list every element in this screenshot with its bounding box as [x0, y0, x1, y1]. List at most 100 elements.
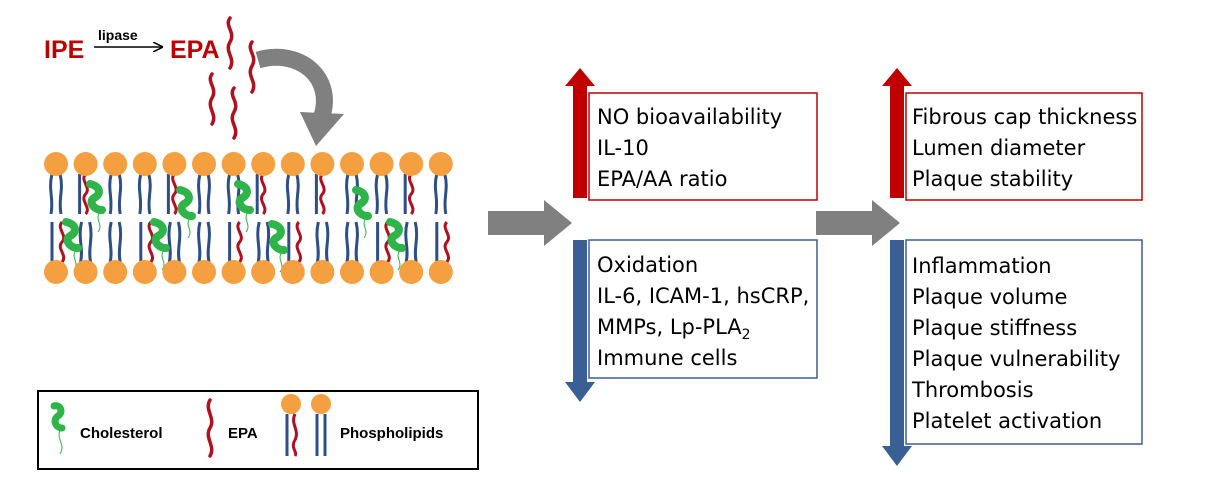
top-head-13 — [428, 152, 453, 176]
bottom-tail-a-2 — [108, 221, 113, 263]
bottom-head-1 — [73, 260, 98, 284]
middle-up-box — [588, 92, 818, 201]
middle-up-item-3: EPA/AA ratio — [597, 167, 727, 191]
bottom-head-6 — [221, 260, 246, 284]
middle-up-arrow-head — [565, 68, 595, 86]
reaction-enzyme: lipase — [98, 27, 138, 43]
top-tail-b-11 — [384, 173, 389, 215]
cholesterol-0 — [86, 180, 106, 214]
bottom-tail-a-10 — [345, 221, 350, 263]
top-tail-b-3 — [147, 173, 152, 215]
top-tail-a-5 — [197, 173, 202, 215]
middle-down-item-3: MMPs, Lp-PLA2 — [597, 315, 751, 343]
stage-arrow-1-shaft — [488, 211, 546, 235]
cholesterol-tail-7 — [397, 249, 401, 271]
top-head-1 — [73, 152, 98, 176]
bottom-head-4 — [162, 260, 187, 284]
stage-arrow-1-head — [544, 200, 572, 246]
bottom-tail-b-10 — [354, 221, 359, 263]
middle-up-arrow-shaft — [573, 84, 587, 198]
right-down-item-3: Plaque stiffness — [912, 316, 1077, 340]
right-up-arrow-head — [882, 68, 912, 86]
middle-increase-panel: NO bioavailability IL-10 EPA/AA ratio — [565, 68, 818, 201]
cholesterol-3 — [352, 186, 372, 220]
cholesterol-5 — [150, 218, 170, 252]
legend-epa-icon — [206, 398, 214, 458]
middle-down-box — [588, 239, 818, 379]
bottom-head-13 — [428, 260, 453, 284]
bottom-tail-a-4 — [167, 221, 172, 263]
legend-phospholipid-icon — [281, 394, 331, 457]
top-epa-tail-1 — [82, 172, 89, 216]
reaction: IPE lipase EPA — [44, 27, 220, 64]
middle-down-arrow-head — [565, 382, 595, 402]
bottom-tail-b-1 — [88, 221, 93, 263]
top-epa-tail-4 — [171, 172, 178, 216]
bottom-head-8 — [280, 260, 305, 284]
insertion-arrow-shaft — [255, 48, 333, 119]
bottom-tail-b-9 — [324, 221, 330, 263]
bottom-head-0 — [44, 260, 68, 284]
bottom-head-9 — [310, 260, 335, 284]
cholesterol-1 — [176, 186, 196, 220]
bottom-epa-tail-0 — [58, 220, 66, 264]
bottom-tail-a-9 — [315, 221, 320, 263]
right-decrease-panel: Inflammation Plaque volume Plaque stiffn… — [882, 239, 1143, 466]
top-tail-a-10 — [345, 173, 350, 215]
top-tail-b-13 — [443, 173, 448, 215]
top-head-7 — [251, 152, 276, 176]
cholesterol-tail-5 — [161, 249, 165, 271]
right-down-item-4: Plaque vulnerability — [912, 347, 1120, 371]
cholesterol-tail-2 — [245, 211, 249, 233]
top-head-10 — [340, 152, 364, 176]
top-tail-a-3 — [137, 173, 143, 215]
cholesterol-4 — [62, 218, 82, 252]
top-head-0 — [44, 152, 68, 176]
bottom-tail-b-12 — [413, 221, 419, 263]
top-epa-tail-12 — [408, 172, 415, 216]
bottom-tail-a-1 — [78, 221, 84, 263]
middle-down-item-3-text: MMPs, Lp-PLA — [597, 315, 742, 339]
stage-arrow-2 — [816, 200, 900, 246]
top-head-4 — [162, 152, 187, 176]
top-tail-b-0 — [58, 173, 63, 215]
middle-up-item-1: NO bioavailability — [597, 105, 782, 129]
bottom-head-11 — [369, 260, 394, 284]
bottom-tail-b-5 — [206, 221, 211, 263]
top-tail-a-13 — [433, 173, 439, 215]
free-epa-molecules — [208, 16, 256, 140]
top-epa-tail-9 — [319, 172, 326, 216]
cholesterol-2 — [234, 180, 254, 214]
top-epa-tail-7 — [260, 172, 267, 216]
bottom-epa-tail-6 — [236, 220, 243, 264]
cholesterol-tail-3 — [363, 217, 367, 239]
legend: Cholesterol EPA Phospholipids — [37, 390, 479, 470]
cholesterol-tail-1 — [187, 217, 191, 239]
top-tail-b-8 — [295, 173, 300, 215]
free-epa-1 — [226, 16, 234, 70]
top-tail-b-5 — [206, 173, 211, 215]
lipid-bilayer — [44, 152, 453, 284]
legend-epa-label: EPA — [228, 425, 258, 442]
stage-arrow-2-shaft — [816, 211, 874, 235]
right-up-arrow-shaft — [890, 84, 904, 198]
legend-phospholipids-label: Phospholipids — [340, 425, 443, 442]
bottom-tail-a-7 — [256, 221, 261, 263]
stage-arrow-2-head — [872, 200, 900, 246]
cholesterol-6 — [268, 220, 288, 254]
top-tail-b-2 — [117, 173, 123, 215]
legend-cholesterol-label: Cholesterol — [80, 425, 163, 442]
bottom-tail-a-12 — [404, 221, 409, 263]
right-up-box — [905, 92, 1143, 201]
bottom-tail-a-5 — [197, 221, 202, 263]
top-head-5 — [192, 152, 216, 176]
legend-cholesterol-icon — [50, 402, 66, 455]
bottom-head-3 — [132, 260, 157, 284]
top-head-2 — [103, 152, 128, 176]
right-up-item-3: Plaque stability — [912, 167, 1073, 191]
insertion-arrow-head — [300, 112, 344, 146]
cholesterol-7 — [386, 218, 406, 252]
top-tail-a-8 — [285, 173, 291, 215]
stage-arrow-1 — [488, 200, 572, 246]
